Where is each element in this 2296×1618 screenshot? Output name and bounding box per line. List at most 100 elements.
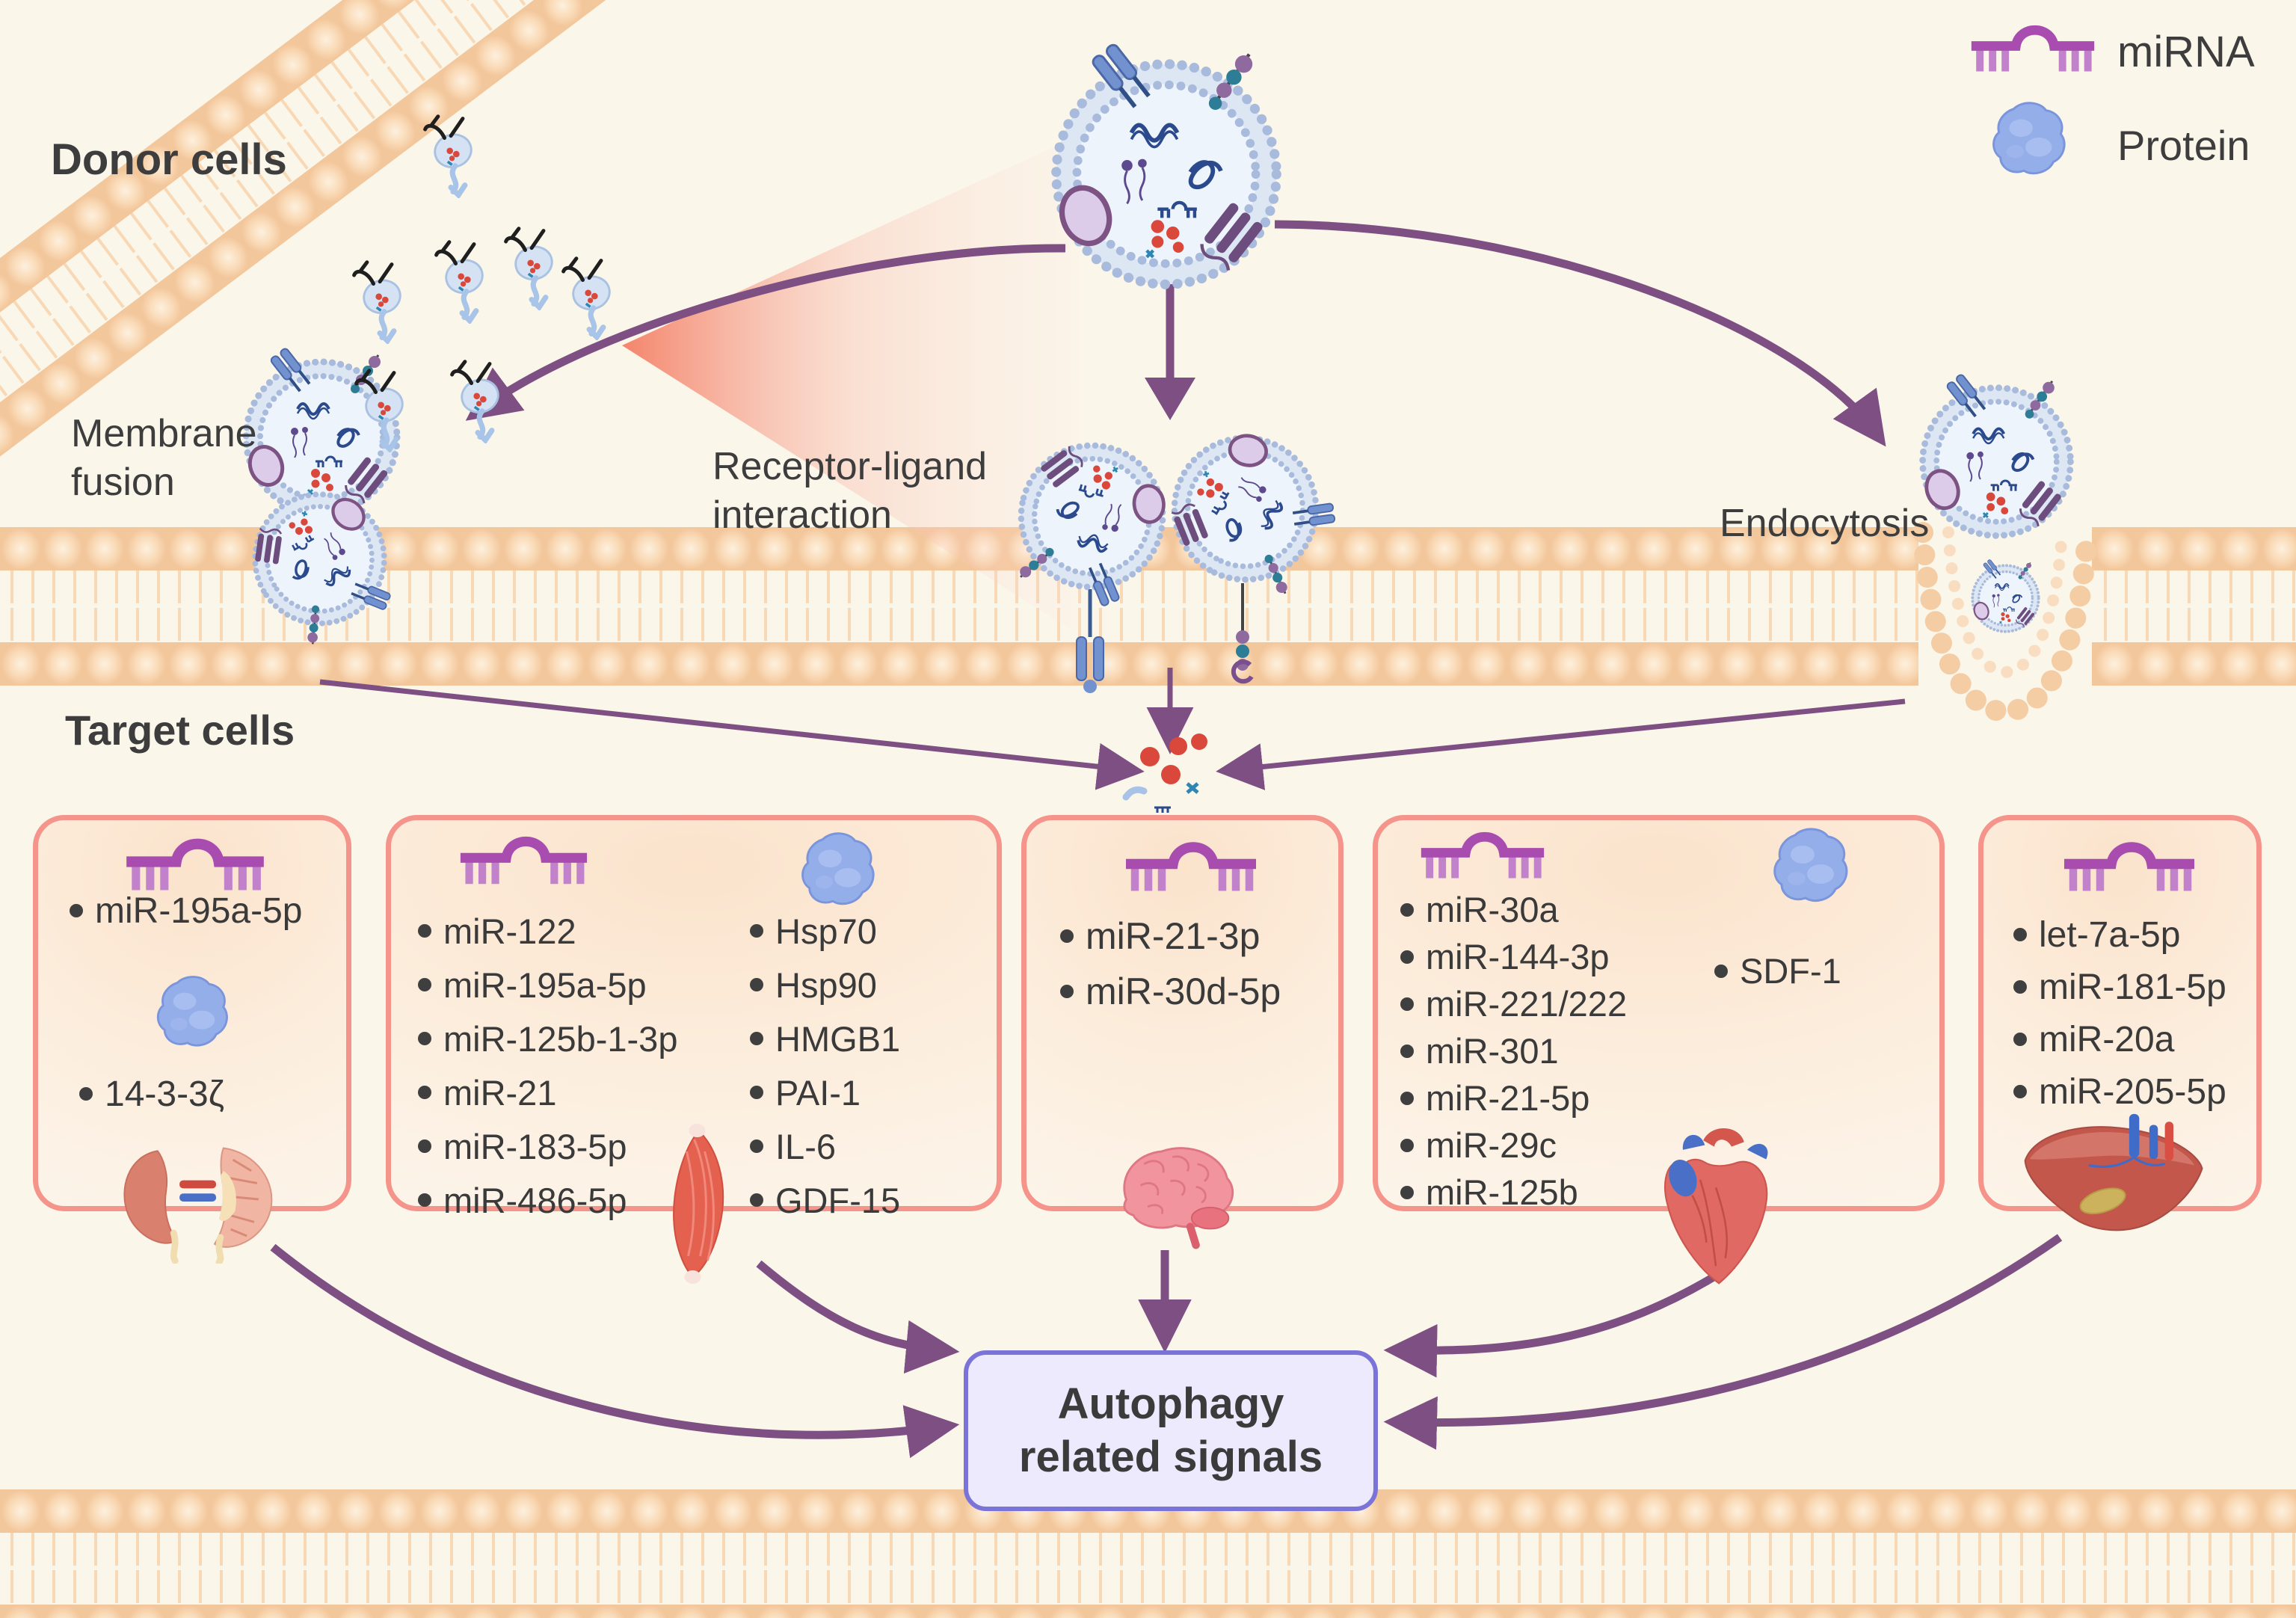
list-item: miR-301 (1400, 1027, 1627, 1074)
list-item-label: miR-30d-5p (1086, 971, 1281, 1012)
list-item-label: miR-181-5p (2039, 967, 2226, 1007)
list-item-label: miR-221/222 (1426, 984, 1628, 1024)
liver-mirna-list: let-7a-5p miR-181-5p miR-20a miR-205-5p (2013, 908, 2226, 1118)
donor-cell-icon (348, 258, 416, 344)
list-item: miR-125b-1-3p (418, 1012, 677, 1065)
list-item-label: IL-6 (775, 1126, 836, 1166)
list-item-label: miR-30a (1426, 890, 1559, 929)
list-item: miR-195a-5p (418, 958, 677, 1012)
donor-cell-icon (419, 112, 487, 198)
list-item: miR-205-5p (2013, 1065, 2226, 1118)
protein-icon (1986, 96, 2074, 184)
bullet-dot-icon (2013, 1033, 2027, 1046)
legend-mirna-label: miRNA (2117, 28, 2255, 76)
bullet-dot-icon (1400, 1138, 1414, 1152)
target-box-liver: let-7a-5p miR-181-5p miR-20a miR-205-5p (1978, 815, 2262, 1211)
list-item: miR-195a-5p (70, 884, 302, 938)
list-item: GDF-15 (750, 1173, 900, 1227)
bullet-dot-icon (418, 1086, 431, 1099)
membrane-fusion-label: Membrane fusion (71, 412, 257, 504)
bullet-dot-icon (1060, 929, 1074, 943)
bullet-dot-icon (418, 924, 431, 938)
list-item: miR-122 (418, 904, 677, 958)
list-item: miR-21-5p (1400, 1074, 1627, 1122)
arrow-heart-to-autophagy (1383, 1261, 1735, 1378)
legend-protein-label: Protein (2117, 122, 2250, 169)
bullet-dot-icon (418, 1032, 431, 1045)
bullet-dot-icon (2013, 928, 2027, 941)
bullet-dot-icon (70, 904, 83, 917)
autophagy-signals-box: Autophagy related signals (964, 1350, 1378, 1511)
heart-protein-list: SDF-1 (1714, 947, 1841, 994)
donor-cell-icon (430, 238, 499, 324)
arrow-muscle-to-autophagy (756, 1260, 960, 1374)
list-item-label: miR-195a-5p (443, 965, 647, 1005)
arrow-to-membrane-fusion (465, 244, 1066, 421)
arrow-kidney-to-autophagy (270, 1243, 960, 1459)
list-item-label: let-7a-5p (2039, 914, 2181, 955)
list-item-label: miR-125b (1426, 1172, 1578, 1212)
target-box-kidney: miR-195a-5p 14-3-3ζ (33, 815, 351, 1211)
bullet-dot-icon (750, 978, 763, 991)
list-item-label: SDF-1 (1740, 951, 1841, 991)
bullet-dot-icon (1714, 964, 1728, 978)
list-item: miR-221/222 (1400, 980, 1627, 1027)
list-item-label: miR-195a-5p (95, 890, 303, 931)
list-item: miR-21-3p (1060, 908, 1281, 964)
muscle-mirna-list: miR-122 miR-195a-5p miR-125b-1-3p miR-21 miR… (418, 904, 677, 1227)
bullet-dot-icon (750, 1193, 763, 1207)
list-item-label: miR-144-3p (1426, 937, 1610, 976)
endocytosis-pit-outer (1912, 522, 2098, 723)
list-item-label: miR-122 (443, 911, 576, 951)
list-item-label: Hsp70 (775, 911, 877, 951)
list-item: 14-3-3ζ (79, 1067, 224, 1121)
bullet-dot-icon (750, 1139, 763, 1153)
list-item-label: miR-486-5p (443, 1180, 627, 1220)
list-item-label: miR-21-3p (1086, 915, 1261, 957)
list-item: miR-144-3p (1400, 933, 1627, 980)
donor-cell-icon (350, 366, 419, 452)
muscle-icon (673, 1124, 724, 1284)
bullet-dot-icon (750, 924, 763, 938)
heart-icon (1664, 1128, 1768, 1285)
list-item: Hsp90 (750, 958, 900, 1012)
list-item: HMGB1 (750, 1012, 900, 1065)
receptor-blue-fork (1076, 589, 1104, 693)
bullet-dot-icon (1400, 997, 1414, 1011)
target-box-brain: miR-21-3p miR-30d-5p (1021, 815, 1344, 1211)
arrow-to-endocytosis (1274, 220, 1886, 447)
donor-cell-icon (446, 357, 514, 443)
list-item: miR-29c (1400, 1122, 1627, 1169)
endocytosis-label: Endocytosis (1720, 502, 1930, 545)
receptor-ligand-label: Receptor-ligand interaction (713, 445, 988, 537)
list-item-label: miR-183-5p (443, 1126, 627, 1166)
released-cargo (1122, 733, 1207, 813)
exosome-endocytosis-engulfed (1966, 559, 2045, 638)
list-item-label: 14-3-3ζ (105, 1074, 224, 1114)
arrow-liver-to-autophagy (1383, 1234, 2063, 1450)
mirna-icon (1969, 22, 2096, 82)
list-item: miR-486-5p (418, 1173, 677, 1227)
list-item: miR-30d-5p (1060, 964, 1281, 1019)
list-item-label: miR-21 (443, 1072, 557, 1113)
bullet-dot-icon (750, 1032, 763, 1045)
exosome-central (1035, 43, 1297, 305)
list-item-label: PAI-1 (775, 1072, 861, 1113)
autophagy-signals-label: Autophagy related signals (1018, 1379, 1323, 1481)
release-line-right (1216, 698, 1906, 790)
list-item-label: miR-21-5p (1426, 1078, 1590, 1118)
bullet-dot-icon (1400, 1185, 1414, 1199)
list-item: miR-21 (418, 1065, 677, 1119)
bullet-dot-icon (1060, 985, 1074, 998)
donor-cells-label: Donor cells (51, 135, 287, 184)
list-item: miR-20a (2013, 1013, 2226, 1065)
list-item-label: miR-205-5p (2039, 1071, 2226, 1112)
bullet-dot-icon (1400, 1091, 1414, 1105)
donor-cell-icon (557, 254, 626, 340)
list-item: Hsp70 (750, 904, 900, 958)
bullet-dot-icon (418, 978, 431, 991)
target-box-muscle: miR-122 miR-195a-5p miR-125b-1-3p miR-21 miR… (386, 815, 1002, 1220)
list-item: IL-6 (750, 1119, 900, 1173)
